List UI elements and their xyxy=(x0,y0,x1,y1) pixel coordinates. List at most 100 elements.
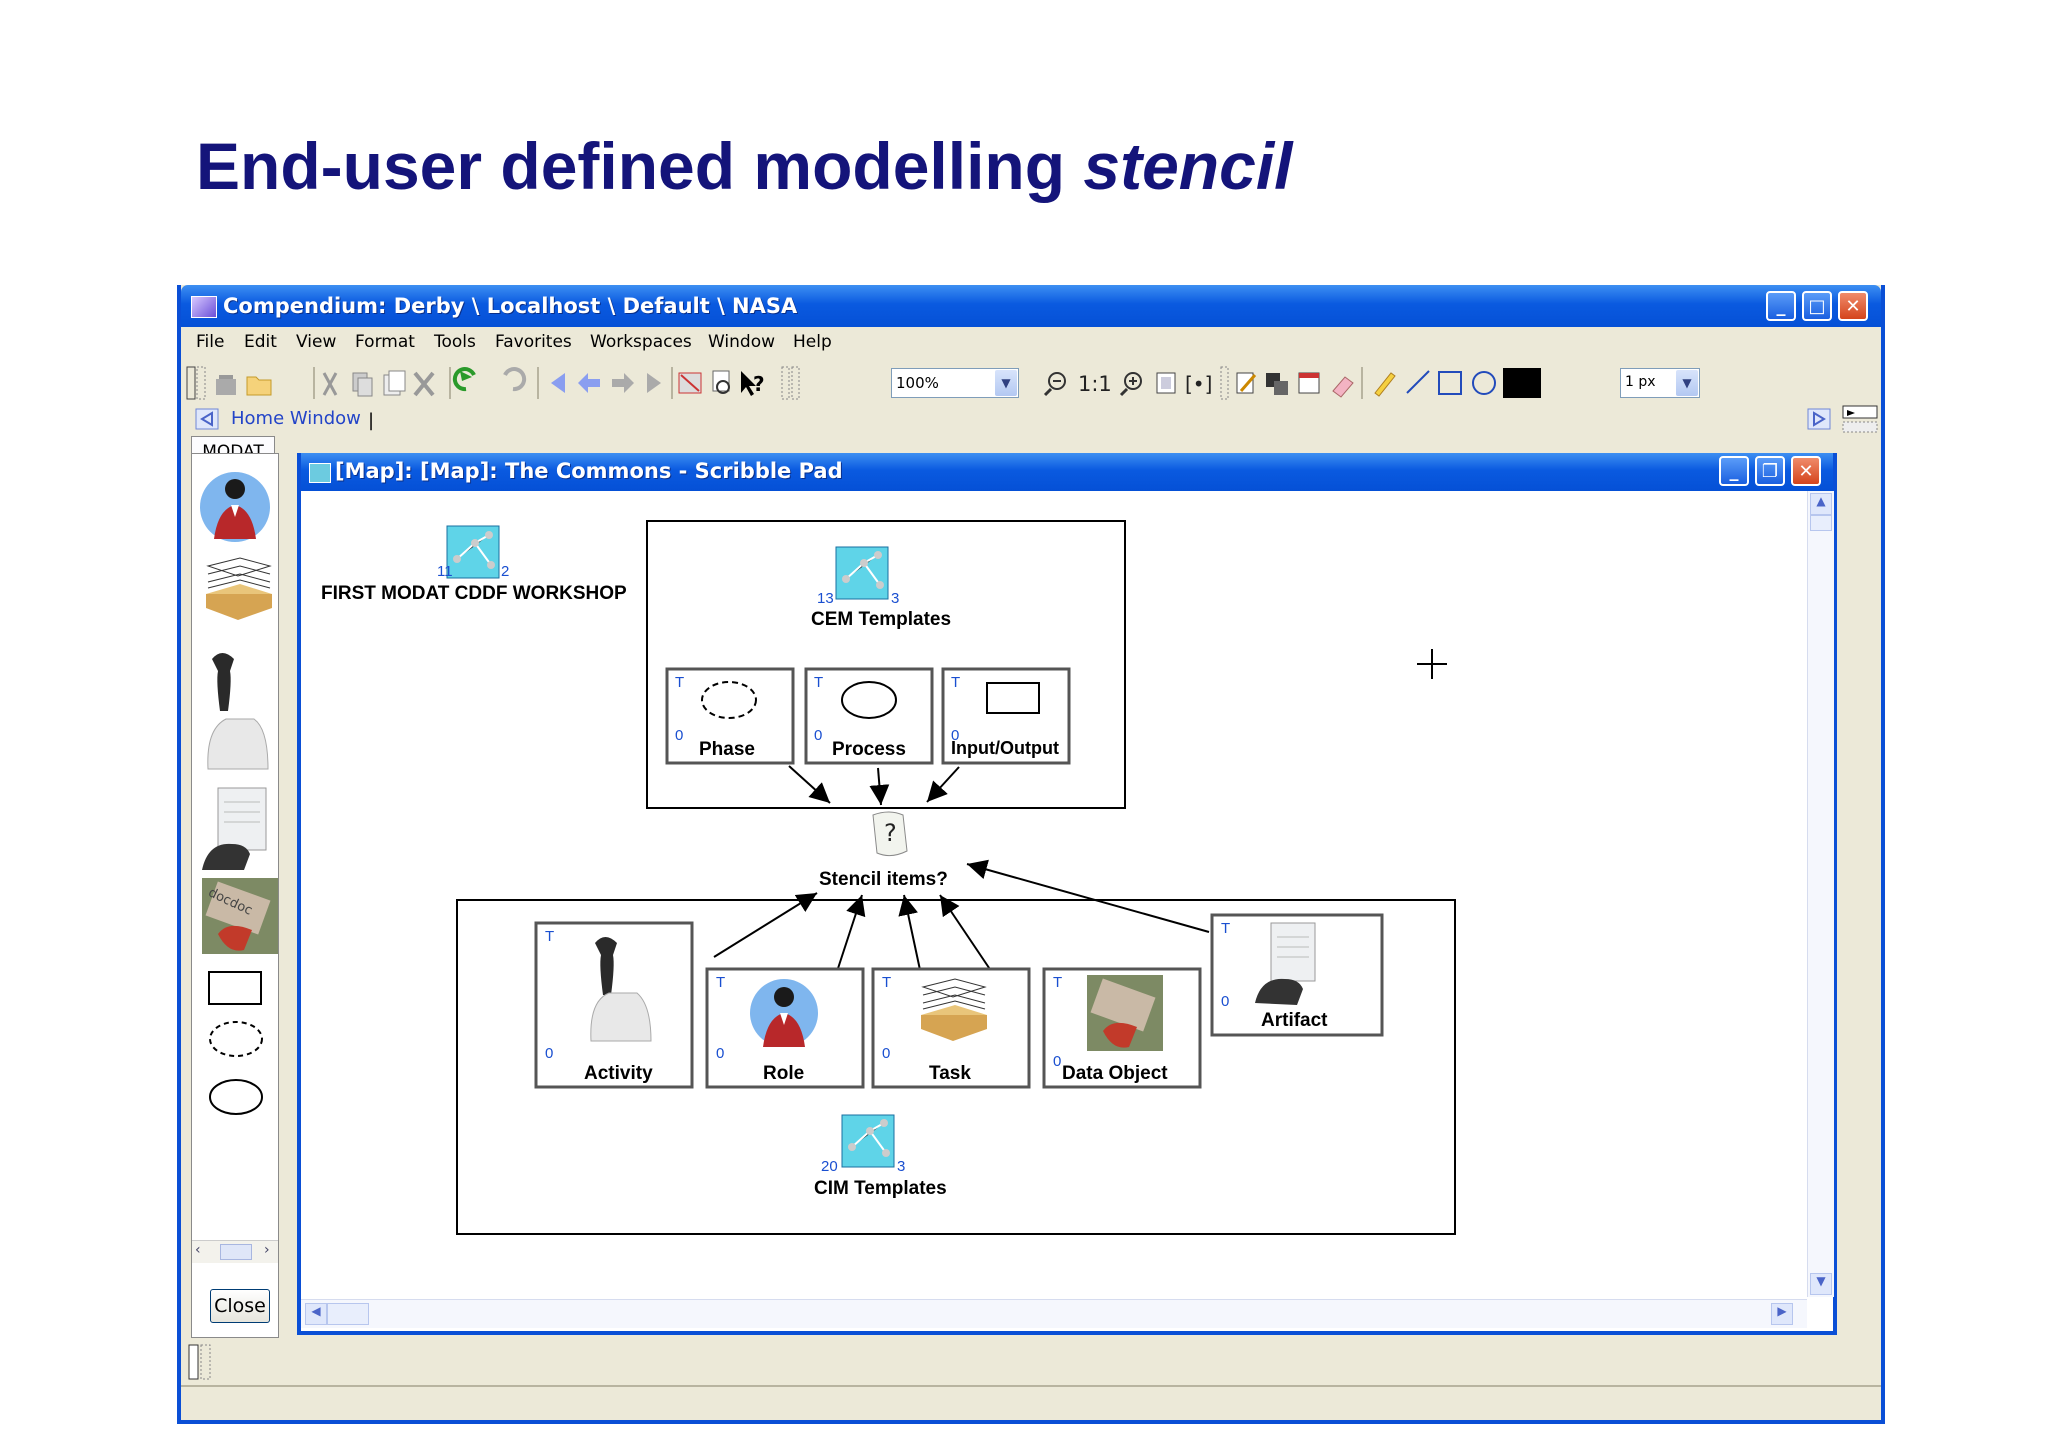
workshop-map-node[interactable]: 11 2 FIRST MODAT CDDF WORKSHOP xyxy=(321,525,627,604)
stencil-palette: docdoc ‹ › xyxy=(191,453,279,1338)
stencil-items-question-node[interactable]: ? Stencil items? xyxy=(819,811,948,890)
stencil-item-data-object[interactable]: T 0 Data Object xyxy=(1042,967,1202,1089)
stencil-item-role[interactable]: T 0 Role xyxy=(705,967,865,1089)
app-titlebar[interactable]: Compendium: Derby \ Localhost \ Default … xyxy=(181,285,1881,327)
menu-format[interactable]: Format xyxy=(355,332,415,352)
stencil-item-phase[interactable]: T 0 Phase xyxy=(665,667,795,765)
status-bar-divider xyxy=(181,1385,1881,1387)
link-arrow xyxy=(788,765,831,804)
svg-text:T: T xyxy=(675,674,684,691)
eraser-icon xyxy=(1332,376,1354,398)
process-label: Process xyxy=(832,739,906,760)
chevron-left-icon[interactable]: ‹ xyxy=(195,1242,201,1258)
redo-icon xyxy=(503,367,527,392)
cem-templates-map-node[interactable]: 13 3 CEM Templates xyxy=(811,546,951,630)
bottom-toolbar-grip-icon[interactable] xyxy=(187,1343,219,1383)
slide-title-italic: stencil xyxy=(1083,129,1293,203)
menu-tools[interactable]: Tools xyxy=(434,332,476,352)
svg-text:T: T xyxy=(716,974,725,991)
map-canvas[interactable]: 11 2 FIRST MODAT CDDF WORKSHOP 13 3 CEM … xyxy=(301,491,1801,1291)
stencil-item-artifact[interactable]: T 0 Artifact xyxy=(1210,913,1384,1037)
scroll-thumb[interactable] xyxy=(1810,515,1832,531)
svg-text:T: T xyxy=(951,674,960,691)
role-label: Role xyxy=(763,1063,804,1084)
map-minimize-button[interactable]: _ xyxy=(1719,456,1749,486)
history-back-icon[interactable] xyxy=(195,408,221,432)
cim-count-right: 3 xyxy=(897,1158,905,1175)
svg-text:T: T xyxy=(882,974,891,991)
menu-edit[interactable]: Edit xyxy=(244,332,277,352)
back-arrow-icon xyxy=(578,373,600,393)
menu-view[interactable]: View xyxy=(296,332,337,352)
cut-icon xyxy=(322,372,338,396)
rectangle-shape xyxy=(208,971,262,1005)
menu-window[interactable]: Window xyxy=(708,332,776,352)
chevron-right-icon[interactable]: ▶ xyxy=(1771,1303,1793,1325)
svg-text:0: 0 xyxy=(716,1045,724,1062)
svg-text:T: T xyxy=(1053,974,1062,991)
menu-help[interactable]: Help xyxy=(793,332,832,352)
chevron-up-icon[interactable]: ▲ xyxy=(1810,493,1832,515)
forward-arrow-icon xyxy=(612,373,634,393)
chevron-down-icon[interactable]: ▼ xyxy=(1676,370,1698,396)
stencil-item-process[interactable]: T 0 Process xyxy=(804,667,934,765)
stencil-item-task[interactable]: T 0 Task xyxy=(871,967,1031,1089)
svg-text:0: 0 xyxy=(675,727,683,744)
stencil-item-input-output[interactable]: T 0 Input/Output xyxy=(941,667,1071,765)
artifact-label: Artifact xyxy=(1261,1010,1328,1031)
home-window-link[interactable]: Home Window xyxy=(231,408,361,429)
minimize-button[interactable]: _ xyxy=(1766,291,1796,321)
toolbar-separator xyxy=(671,367,673,399)
undo-icon xyxy=(452,367,476,392)
svg-text:0: 0 xyxy=(951,727,959,744)
map-window-titlebar[interactable]: [Map]: [Map]: The Commons - Scribble Pad… xyxy=(301,453,1833,491)
arrange-icon xyxy=(1266,373,1288,395)
menu-workspaces[interactable]: Workspaces xyxy=(590,332,692,352)
svg-text:?: ? xyxy=(884,819,897,847)
link-arrow xyxy=(926,766,960,803)
scroll-thumb[interactable] xyxy=(327,1303,369,1325)
palette-close-button[interactable]: Close xyxy=(210,1289,270,1323)
rectangle-icon xyxy=(1438,371,1462,395)
history-forward-icon[interactable] xyxy=(1807,408,1833,432)
map-horizontal-scrollbar[interactable]: ◀ ▶ xyxy=(301,1299,1807,1328)
chevron-down-icon[interactable]: ▼ xyxy=(995,370,1017,396)
map-icon xyxy=(309,463,331,483)
chevron-left-icon[interactable]: ◀ xyxy=(305,1303,327,1325)
menu-file[interactable]: File xyxy=(196,332,225,352)
task-label: Task xyxy=(929,1063,971,1084)
close-window-button[interactable]: ✕ xyxy=(1838,291,1868,321)
palette-items: docdoc xyxy=(200,472,278,1115)
palette-horizontal-scrollbar[interactable]: ‹ › xyxy=(192,1240,278,1263)
map-restore-button[interactable]: ❐ xyxy=(1755,456,1785,486)
maximize-button[interactable]: □ xyxy=(1802,291,1832,321)
chevron-down-icon[interactable]: ▼ xyxy=(1810,1273,1832,1295)
edit-node-icon xyxy=(1236,372,1257,394)
ellipse-shape xyxy=(209,1079,263,1115)
menu-bar: File Edit View Format Tools Favorites Wo… xyxy=(181,327,1881,359)
map-close-button[interactable]: ✕ xyxy=(1791,456,1821,486)
stencil-item-activity[interactable]: T 0 Activity xyxy=(534,921,694,1089)
pencil-icon xyxy=(1374,372,1396,397)
svg-text:T: T xyxy=(545,928,554,945)
expand-toolbar-icon[interactable] xyxy=(1841,402,1881,438)
zoom-select[interactable]: 100% ▼ xyxy=(891,368,1019,398)
menu-favorites[interactable]: Favorites xyxy=(495,332,572,352)
scroll-thumb[interactable] xyxy=(220,1244,252,1260)
stencil-items-label: Stencil items? xyxy=(819,869,948,890)
line-width-select[interactable]: 1 px ▼ xyxy=(1620,368,1700,398)
map-vertical-scrollbar[interactable]: ▲ ▼ xyxy=(1807,491,1834,1297)
line-width-value: 1 px xyxy=(1625,374,1656,390)
cim-templates-map-node[interactable]: 20 3 CIM Templates xyxy=(814,1114,947,1199)
app-window: Compendium: Derby \ Localhost \ Default … xyxy=(177,285,1885,1424)
toolbar-separator xyxy=(537,367,539,399)
dashed-ellipse-shape xyxy=(209,1021,263,1057)
back-icon xyxy=(551,373,565,393)
role-icon xyxy=(200,472,270,542)
svg-text:[•]: [•] xyxy=(1185,372,1212,396)
circle-icon xyxy=(1472,371,1496,395)
chevron-right-icon[interactable]: › xyxy=(264,1242,270,1258)
slide-title: End-user defined modelling stencil xyxy=(196,128,1293,204)
link-arrow xyxy=(966,859,1210,933)
cem-label: CEM Templates xyxy=(811,609,951,630)
